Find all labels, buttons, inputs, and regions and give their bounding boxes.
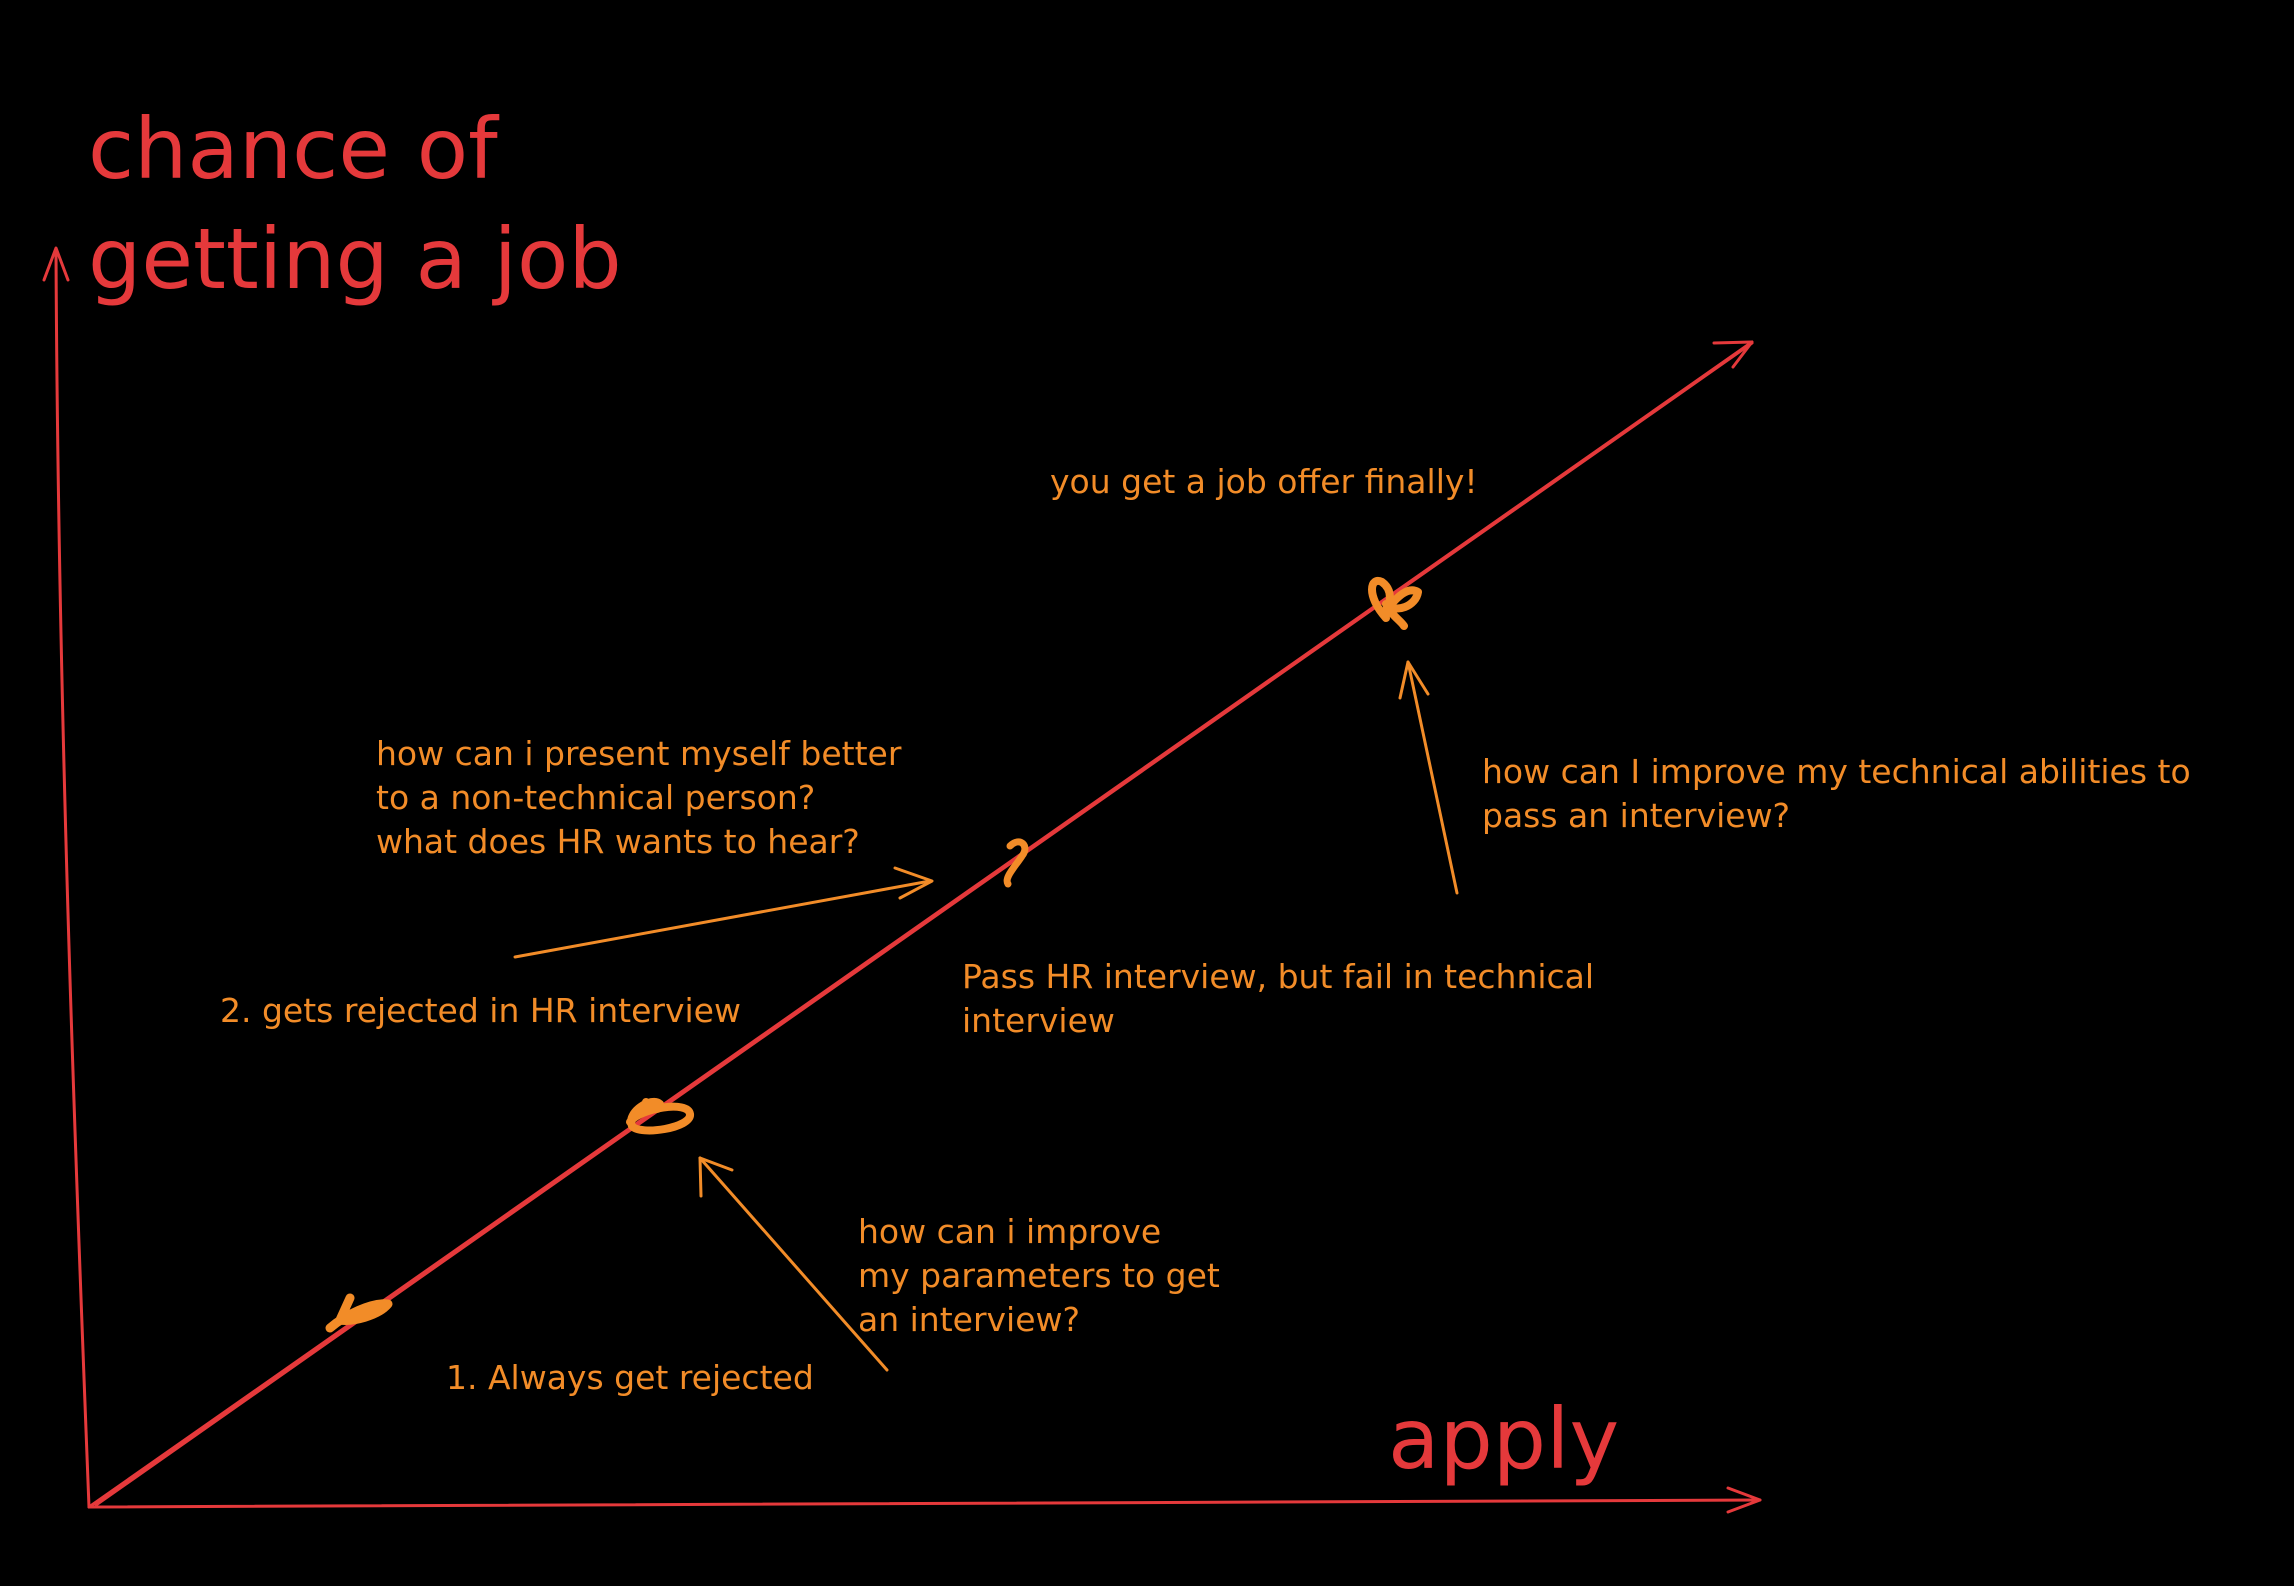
step2-label: 2. gets rejected in HR interview <box>220 991 741 1030</box>
milestone-mark-2 <box>626 1098 694 1135</box>
step3-line2: interview <box>962 1001 1115 1040</box>
step1-label: 1. Always get rejected <box>446 1358 814 1397</box>
milestone-mark-3 <box>1003 838 1029 888</box>
arrow-question3 <box>1398 660 1459 895</box>
question2-line1: how can i present myself better <box>376 734 902 773</box>
step3-line1: Pass HR interview, but fail in technical <box>962 957 1594 996</box>
x-axis <box>87 1486 1762 1514</box>
question3-line2: pass an interview? <box>1482 796 1790 835</box>
progress-line-arrowhead <box>1712 340 1754 369</box>
y-axis-arrowhead <box>42 246 70 282</box>
question1-line2: my parameters to get <box>858 1256 1220 1295</box>
y-axis-title-line2: getting a job <box>88 210 622 308</box>
question2-line3: what does HR wants to hear? <box>376 822 860 861</box>
question2-line2: to a non-technical person? <box>376 778 815 817</box>
arrow-question2 <box>513 866 934 959</box>
x-axis-title: apply <box>1388 1390 1619 1488</box>
x-axis-arrowhead <box>1726 1486 1762 1514</box>
y-axis <box>42 246 91 1509</box>
question1-line3: an interview? <box>858 1300 1080 1339</box>
y-axis-title-line1: chance of <box>88 100 500 198</box>
question3-line1: how can I improve my technical abilities… <box>1482 752 2191 791</box>
milestone-mark-4 <box>1368 577 1422 630</box>
final-label: you get a job offer finally! <box>1050 462 1478 501</box>
question1-line1: how can i improve <box>858 1212 1161 1251</box>
arrow-question1 <box>698 1156 889 1372</box>
milestone-mark-1 <box>325 1293 393 1333</box>
